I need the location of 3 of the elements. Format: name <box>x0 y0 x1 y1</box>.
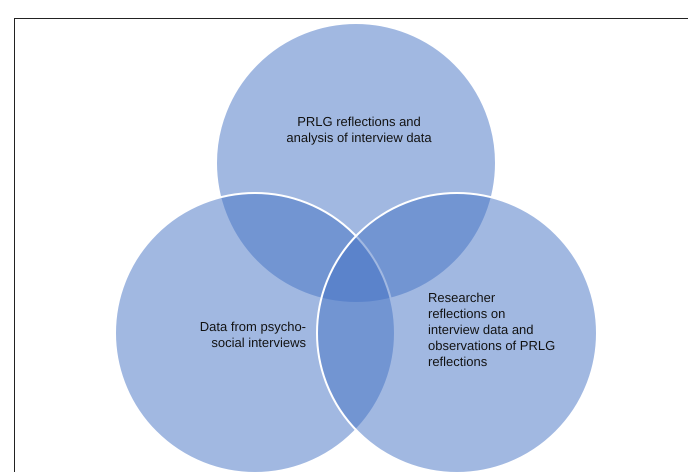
circle-label: PRLG reflections and analysis of interview data <box>285 114 433 146</box>
circle-label: Data from psycho-social interviews <box>198 319 306 351</box>
circle-label: Researcher reflections on interview data and observations of PRLG reflections <box>428 290 556 370</box>
